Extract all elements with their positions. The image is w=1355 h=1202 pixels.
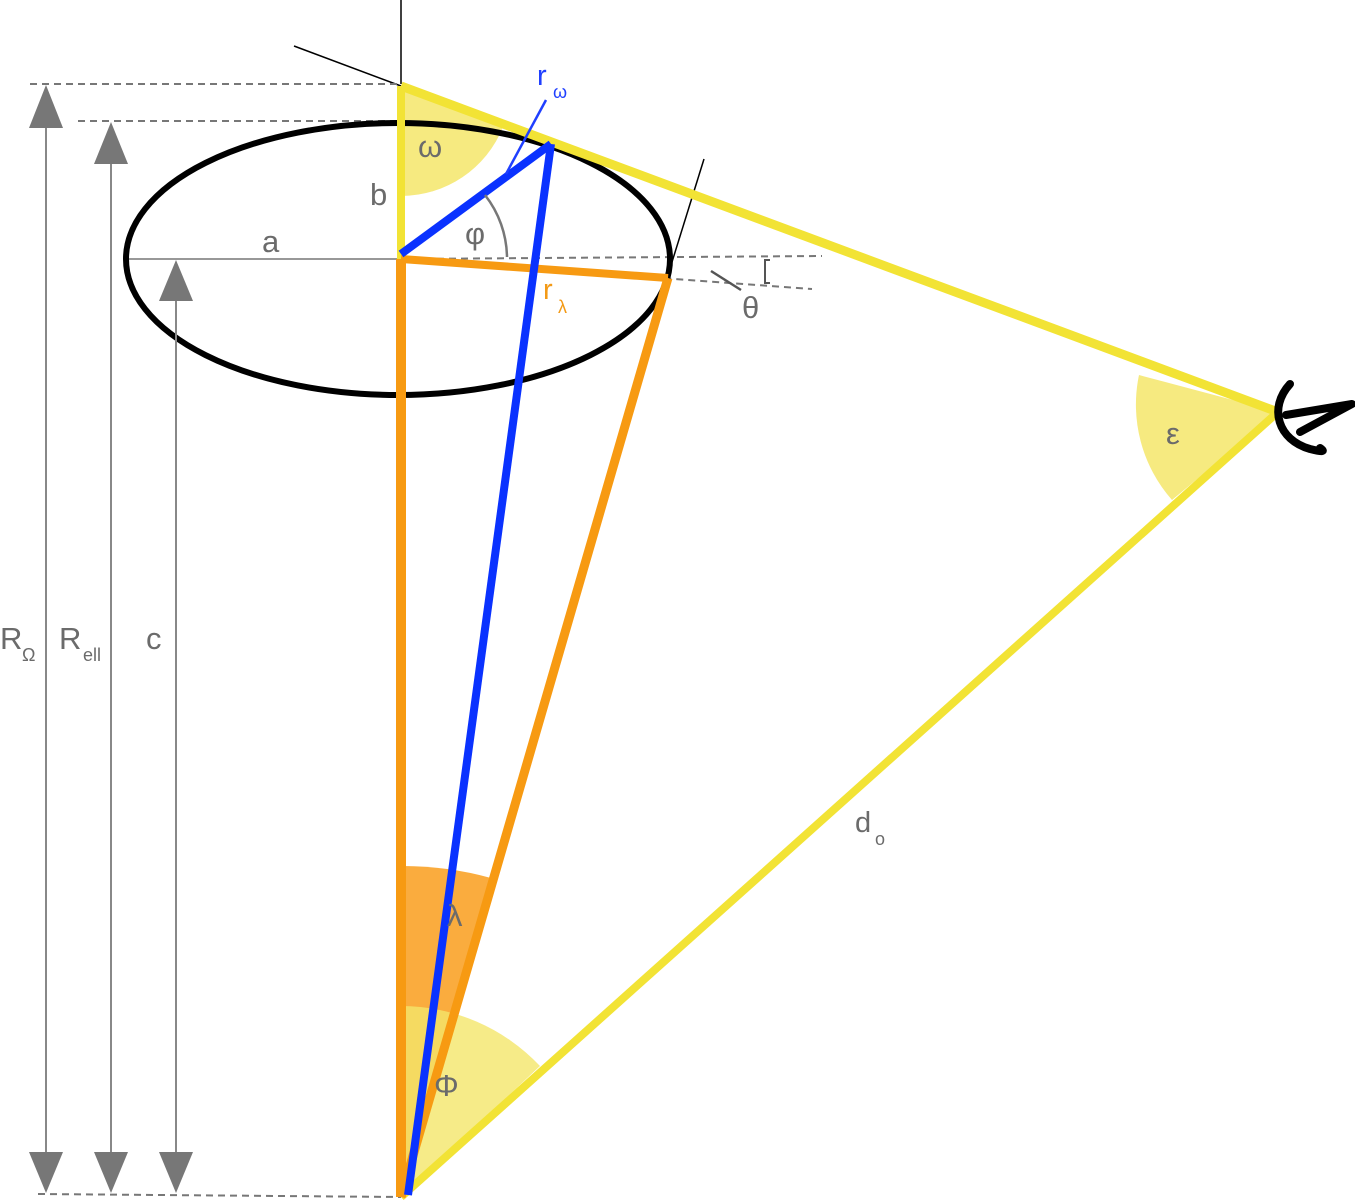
omega-label: ω [418, 129, 442, 164]
dimension-R-ell [94, 122, 128, 1193]
d-o-label: d [855, 807, 871, 839]
dimension-c [159, 260, 193, 1193]
theta-angle-bracket [764, 259, 770, 284]
a-label: a [262, 224, 280, 259]
tangent-line-top [293, 45, 402, 87]
orange-triangle [396, 255, 673, 1199]
phi-angle-arc [484, 194, 509, 258]
omega-angle-fill [401, 86, 503, 196]
b-label: b [370, 177, 387, 212]
d-o-subscript: o [875, 829, 885, 849]
tangent-line-right [671, 158, 705, 263]
yellow-triangle [397, 81, 1281, 1200]
phi-label: φ [465, 216, 485, 251]
r-omega-subscript: ω [553, 82, 567, 102]
dashed-line-center-horizontal [400, 255, 823, 260]
R-Omega-subscript: Ω [22, 645, 35, 665]
blue-triangle [398, 140, 555, 1196]
eye-icon [1274, 380, 1355, 456]
epsilon-label: ε [1166, 416, 1180, 451]
r-omega-leader-line [504, 99, 548, 175]
Phi-angle-fill [401, 1006, 540, 1197]
c-label: c [146, 621, 162, 656]
lambda-label: λ [447, 898, 463, 933]
r-lambda-subscript: λ [558, 297, 567, 317]
Phi-label: Φ [434, 1068, 459, 1103]
epsilon-angle-fill [1135, 375, 1278, 500]
dashed-line-bottom [37, 1193, 402, 1198]
r-lambda-label: r [543, 274, 553, 306]
theta-label: θ [742, 290, 759, 325]
r-omega-label: r [537, 60, 547, 92]
R-ell-label: R [59, 621, 81, 656]
R-ell-subscript: ell [83, 645, 101, 665]
theta-tick [710, 269, 742, 292]
dimension-R-Omega [29, 85, 63, 1193]
R-Omega-label: R [0, 621, 22, 656]
